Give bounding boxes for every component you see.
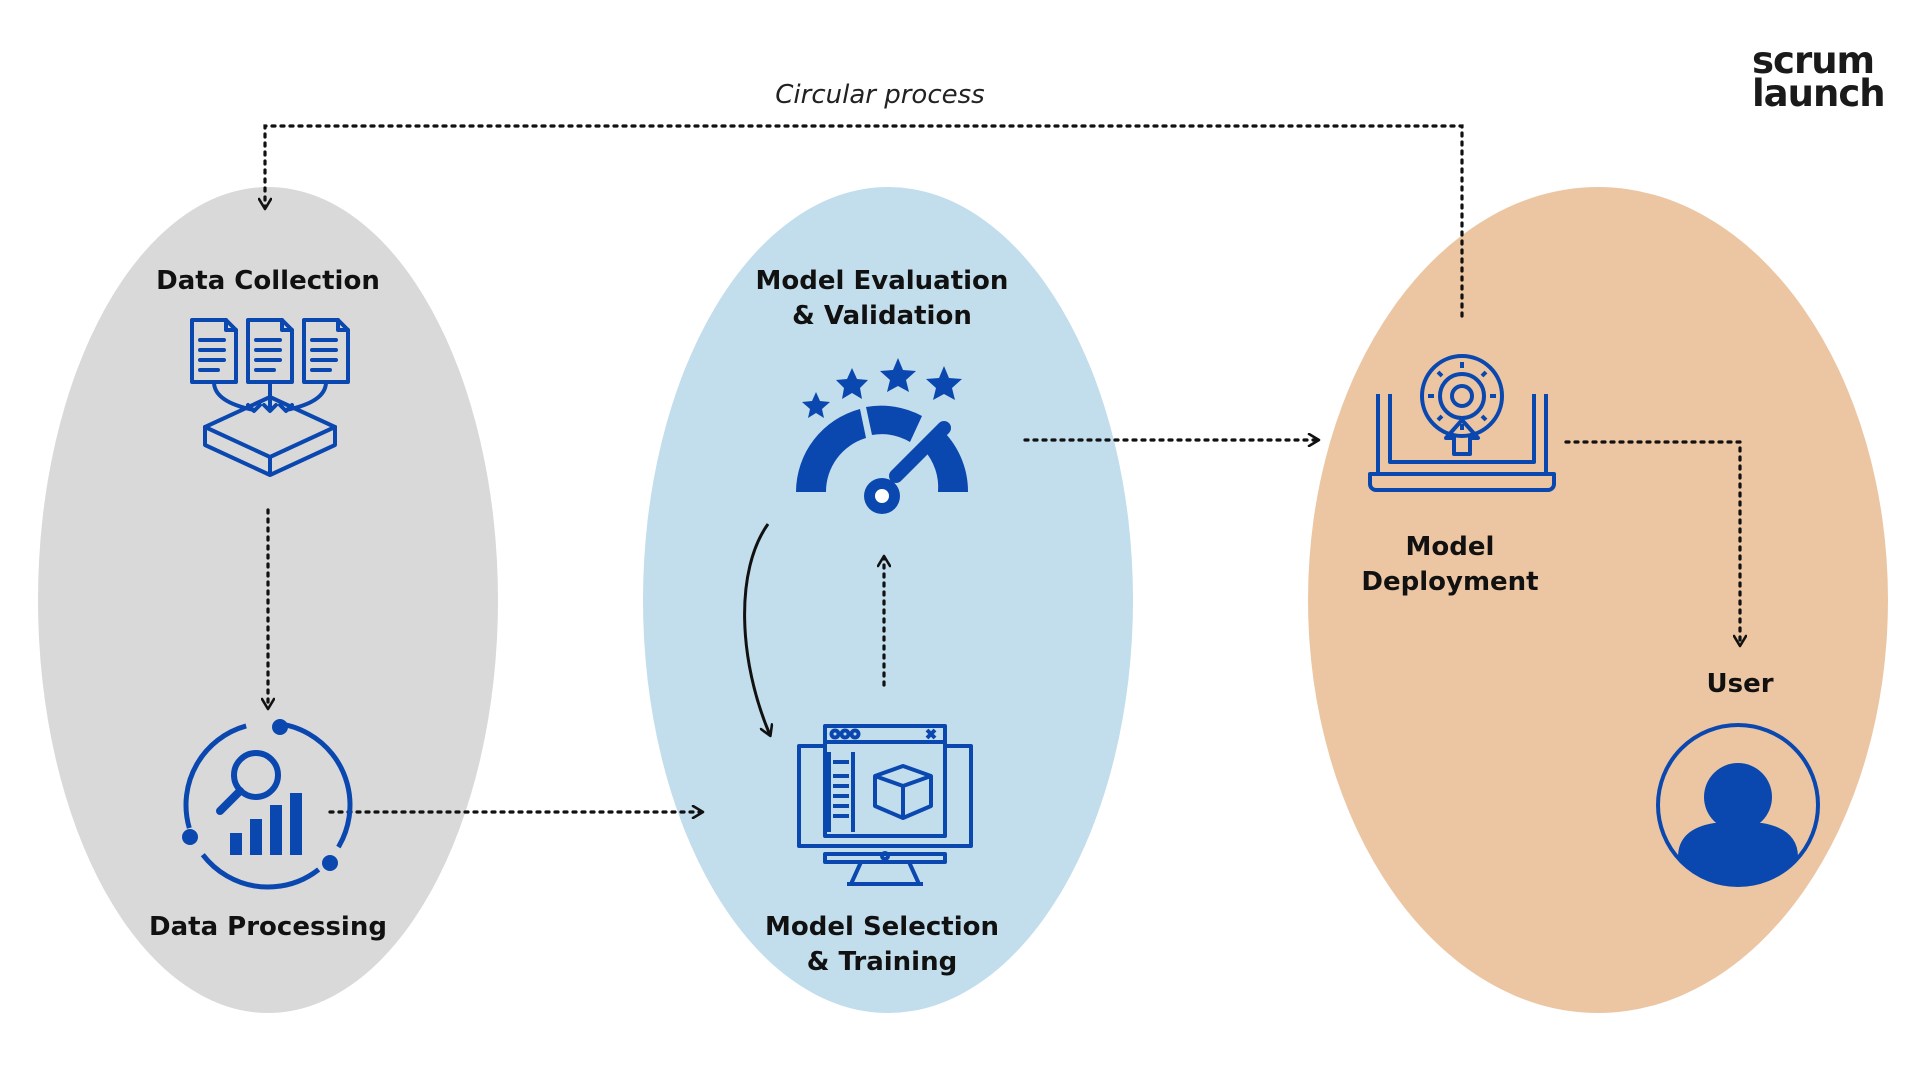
ai-model-monitor-icon (797, 724, 973, 886)
feedback-curve-arrow (743, 523, 770, 735)
model-deployment-line-2: Deployment (1361, 567, 1539, 597)
scrumlaunch-logo: scrum launch (1752, 39, 1886, 115)
logo-line-2: launch (1752, 72, 1886, 115)
circular-process-caption: Circular process (775, 80, 985, 110)
data-processing-label: Data Processing (149, 912, 387, 942)
model-selection-line-1: Model Selection (765, 912, 999, 942)
model-evaluation-line-2: & Validation (792, 301, 972, 331)
model-evaluation-label: Model Evaluation & Validation (756, 264, 1009, 334)
deployment-zone (1308, 187, 1888, 1013)
model-evaluation-line-1: Model Evaluation (755, 266, 1009, 296)
model-selection-line-2: & Training (806, 947, 958, 977)
user-label: User (1706, 669, 1774, 699)
model-deployment-label: Model Deployment (1361, 530, 1538, 600)
model-zone (643, 187, 1133, 1013)
laptop-gear-upload-icon (1368, 354, 1556, 492)
logo-line-1: scrum (1752, 39, 1875, 82)
documents-to-database-icon (190, 318, 350, 477)
user-avatar-icon (1656, 723, 1820, 887)
analytics-cycle-icon (182, 719, 353, 890)
deployment-to-user-arrow (1564, 440, 1740, 645)
model-deployment-line-1: Model (1405, 532, 1495, 562)
model-selection-label: Model Selection & Training (765, 910, 999, 980)
data-collection-label: Data Collection (156, 266, 380, 296)
rating-gauge-icon (796, 358, 969, 514)
